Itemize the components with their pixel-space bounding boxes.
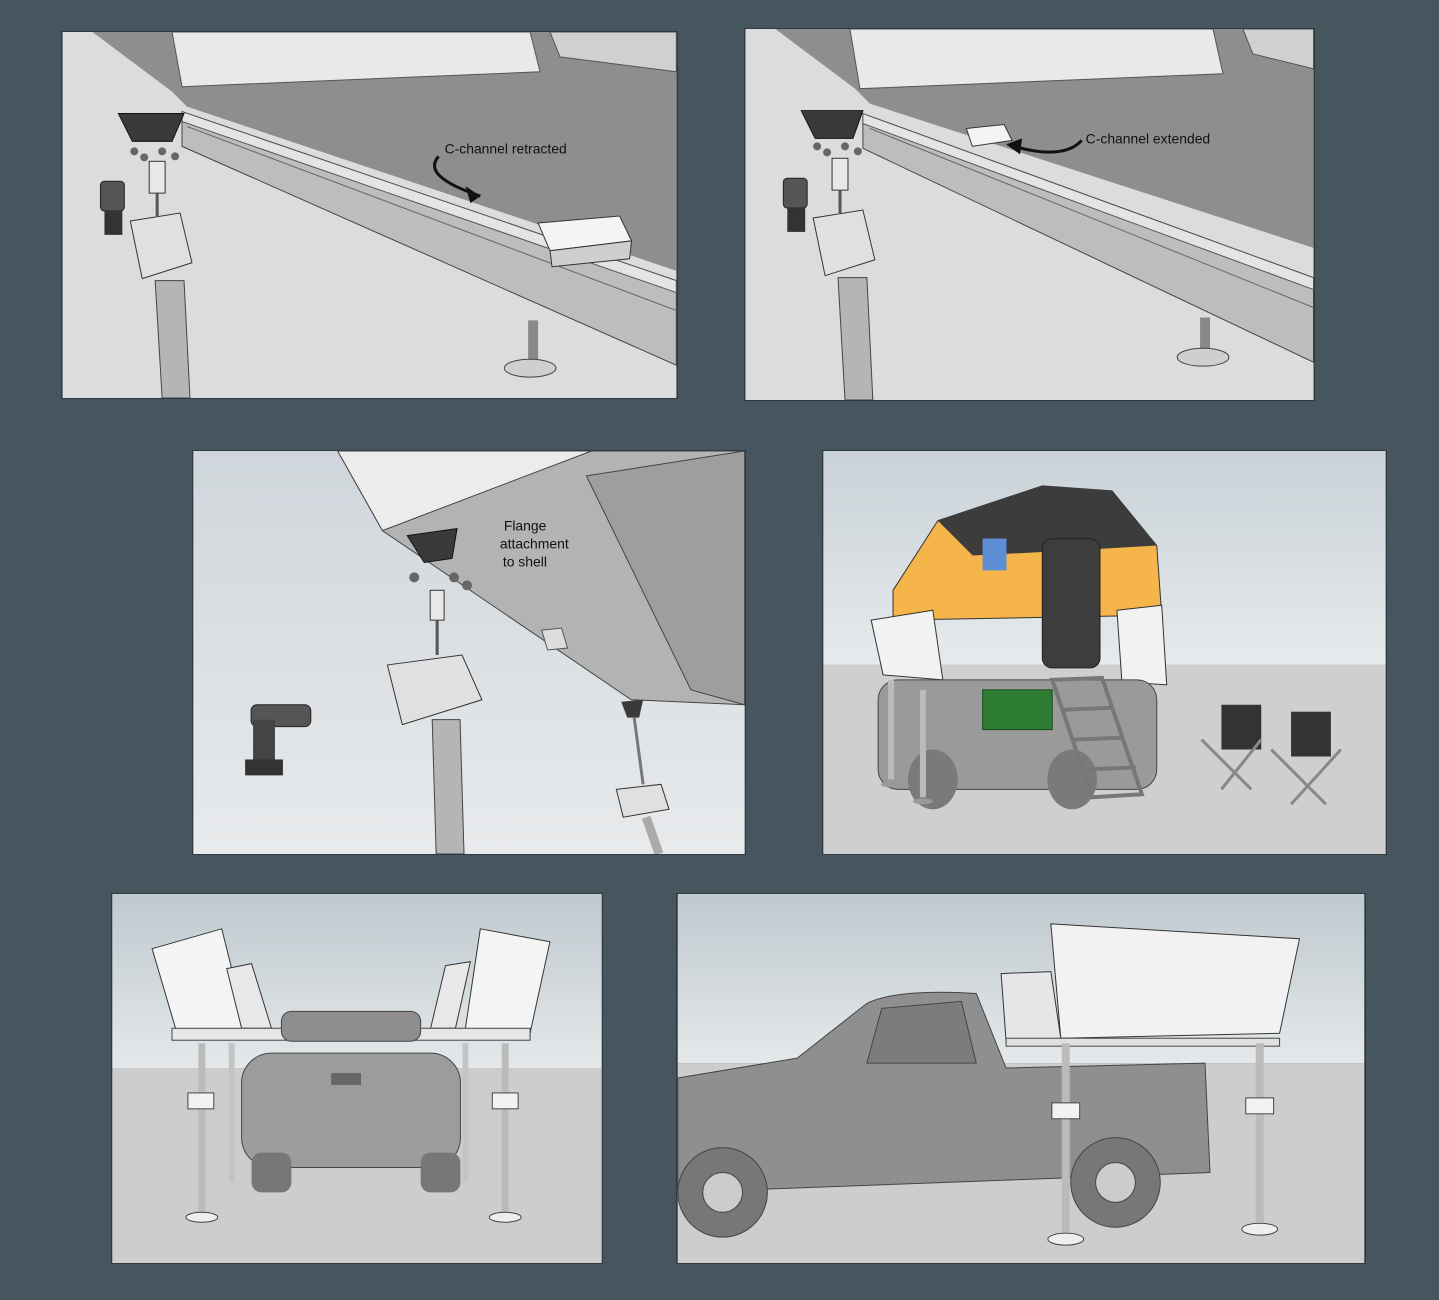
- panel-shell-lifted-side-illustration: [677, 894, 1365, 1263]
- panel-c-channel-extended: C-channel extended: [744, 28, 1315, 401]
- panel-c-channel-extended-illustration: C-channel extended: [745, 29, 1314, 400]
- flange-label-line-1: Flange: [504, 518, 547, 534]
- flange-label-line-2: attachment: [500, 536, 569, 552]
- panel-c-channel-retracted-illustration: C-channel retracted: [62, 32, 677, 398]
- flange-label-line-3: to shell: [503, 553, 547, 569]
- panel-flange-attachment: Flange attachment to shell: [192, 450, 746, 855]
- panel-flange-attachment-illustration: Flange attachment to shell: [193, 451, 745, 854]
- c-channel-retracted-label: C-channel retracted: [445, 140, 567, 156]
- panel-camper-deployed: [822, 450, 1387, 855]
- panel-c-channel-retracted: C-channel retracted: [61, 31, 678, 399]
- panel-shell-lifted-rear: [111, 893, 603, 1264]
- c-channel-extended-label: C-channel extended: [1086, 130, 1210, 146]
- panel-shell-lifted-rear-illustration: [112, 894, 602, 1263]
- panel-shell-lifted-side: [676, 893, 1366, 1264]
- panel-camper-deployed-illustration: [823, 451, 1386, 854]
